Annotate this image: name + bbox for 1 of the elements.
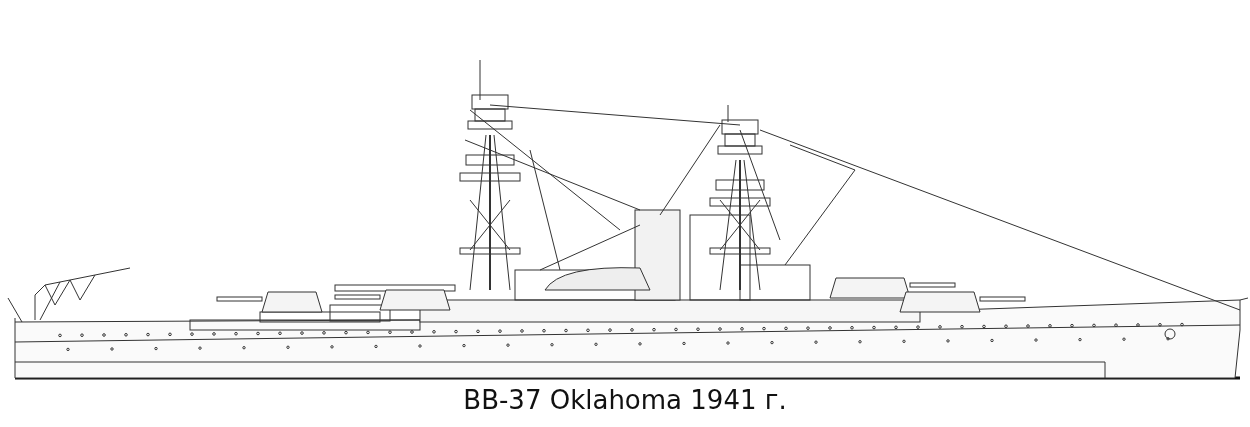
caption: BB-37 Oklahoma 1941 г. (462, 385, 788, 415)
